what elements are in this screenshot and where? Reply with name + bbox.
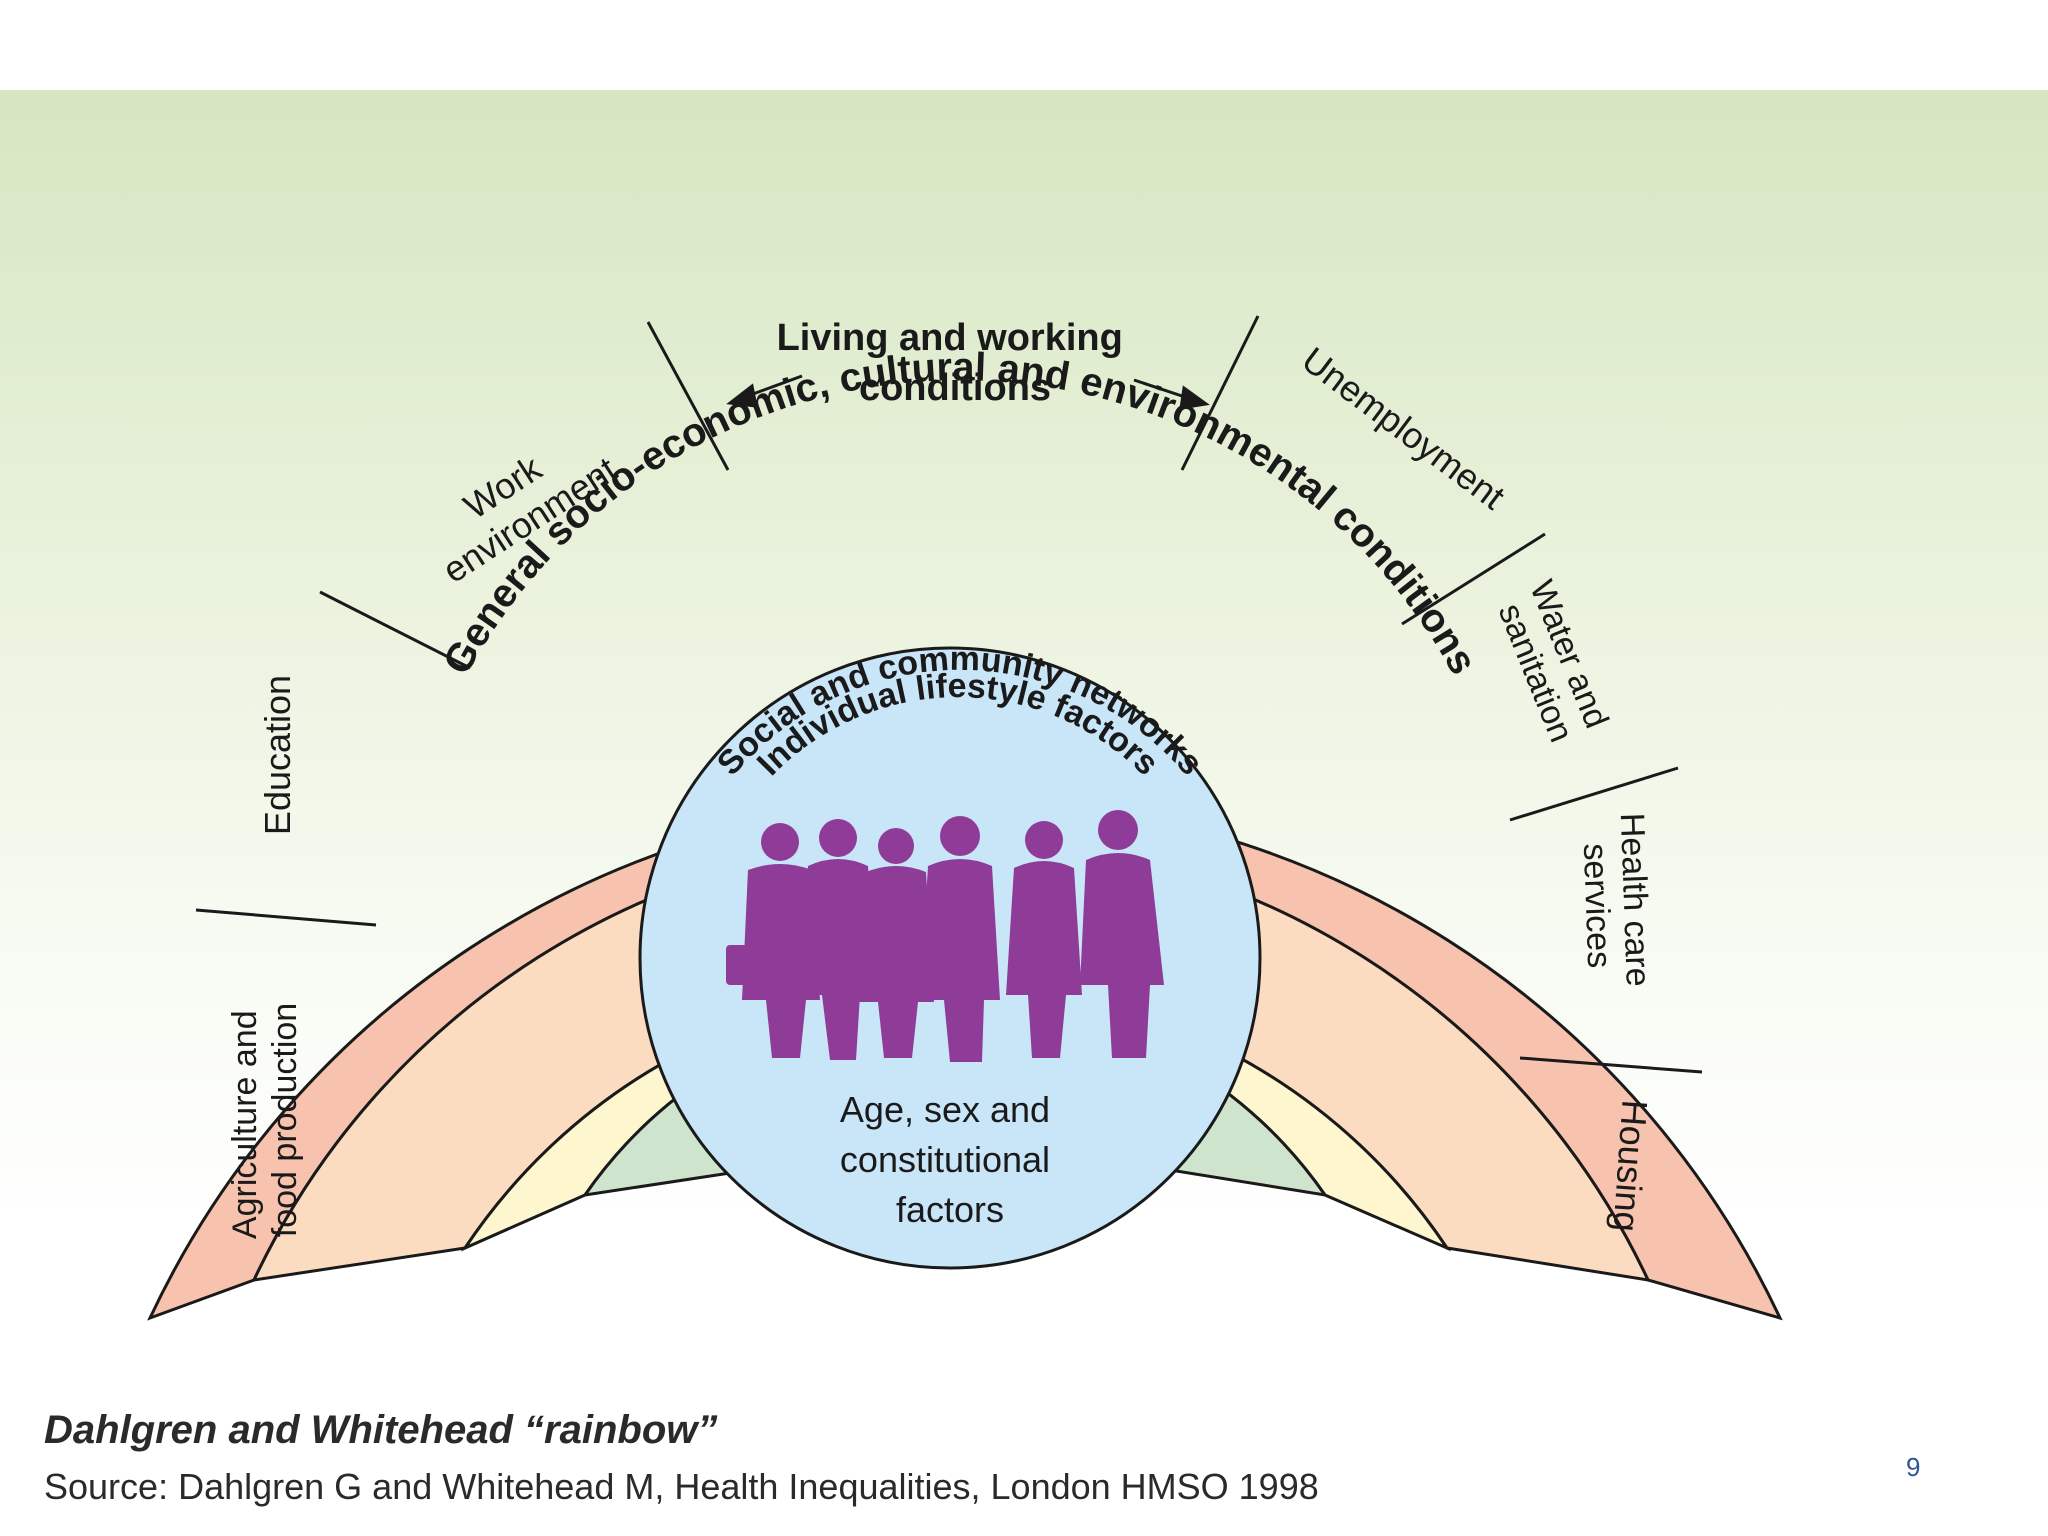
sector-dividers: [195, 315, 1703, 1074]
center-label: Age, sex and constitutional factors: [840, 1089, 1060, 1230]
svg-text:Agriculture and food pro: Agriculture and food production: [226, 1001, 304, 1239]
svg-text:Water and sanitation: Water and sanitation: [1487, 575, 1619, 756]
sector-water-sanitation: Water and sanitation: [1487, 575, 1619, 756]
sector-education: Education: [257, 675, 298, 835]
sector-housing: Housing: [1605, 1099, 1655, 1234]
people-group-icon: [726, 810, 1164, 1062]
living-working-arrows: [726, 374, 1210, 410]
caption-source: Source: Dahlgren G and Whitehead M, Heal…: [44, 1466, 1319, 1507]
living-working-label: Living and working conditions: [777, 317, 1134, 409]
sector-agriculture: Agriculture and food production: [226, 1001, 304, 1239]
svg-text:Education: Education: [257, 675, 298, 835]
svg-text:Health care services: Health care services: [1575, 812, 1657, 998]
page-number: 9: [1906, 1452, 1921, 1482]
sector-health-care: Health care services: [1575, 812, 1657, 998]
svg-text:Housing: Housing: [1605, 1099, 1655, 1234]
caption-title: Dahlgren and Whitehead “rainbow”: [44, 1408, 718, 1452]
